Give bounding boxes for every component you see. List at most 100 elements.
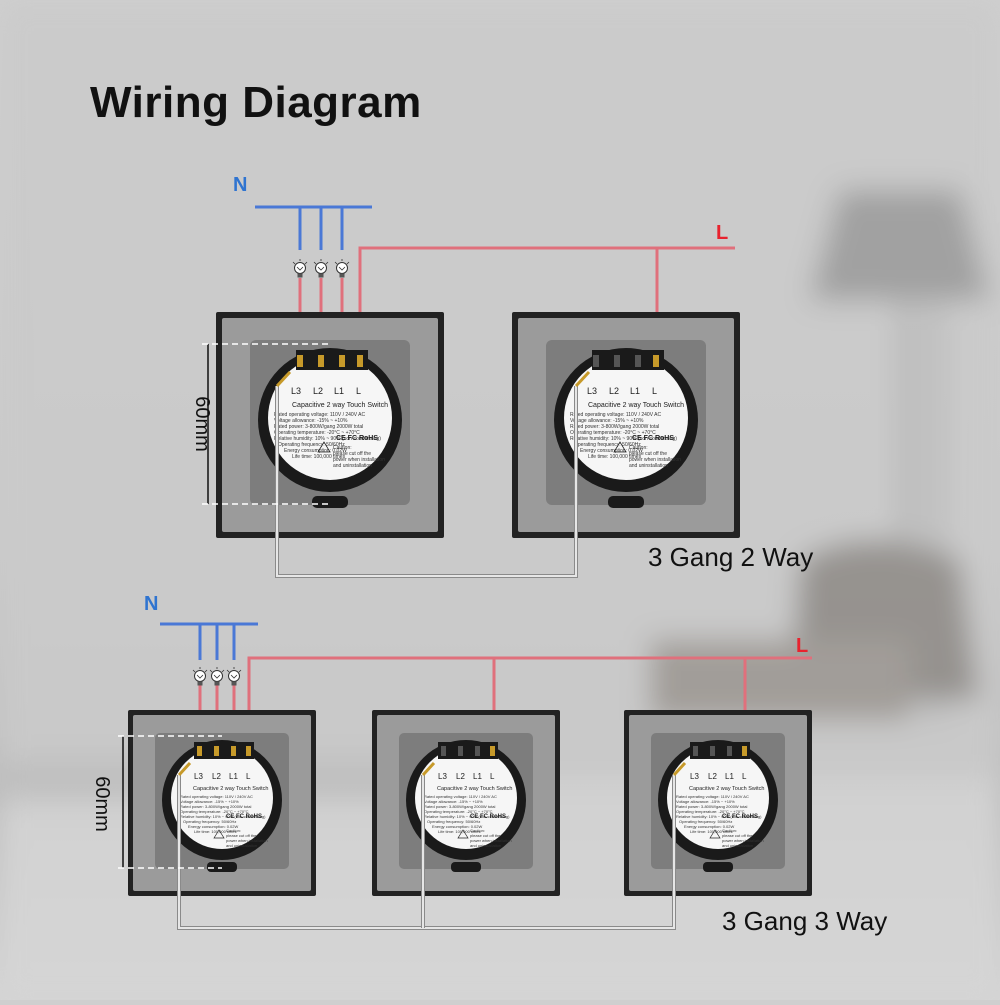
terminal-l3: L3: [438, 772, 447, 781]
spec-line: Voltage allowance: -15% ~ +10%: [570, 418, 644, 424]
live-label-bottom: L: [796, 635, 808, 657]
dimension-label-bottom: 60mm: [91, 776, 113, 832]
spec-line: Operating frequency: 50/60Hz: [183, 819, 236, 824]
spec-line: Relative humidity: 10% ~ 90% (non-conden…: [180, 814, 266, 819]
spec-line: Rated power: 3-800W/gang 2000W total: [570, 424, 659, 430]
caution-text: and uninstallation: [722, 843, 753, 848]
lamp-icon: [226, 666, 242, 686]
caution-text: Caution:: [333, 445, 352, 451]
caption-3-gang-2-way: 3 Gang 2 Way: [648, 542, 814, 572]
caution-text: Caution:: [722, 828, 737, 833]
caution-text: Caution:: [470, 828, 485, 833]
spec-line: Rated power: 3-800W/gang 2000W total: [424, 804, 495, 809]
spec-line: Rated operating voltage: 110V / 240V AC: [180, 794, 253, 799]
spec-line: Operating temperature: -20°C ~ +70°C: [274, 430, 360, 436]
switch-panel-bottom-3: L3 L2 L1 L Capacitive 2 way Touch Switch…: [624, 710, 812, 896]
lamp-icon: [209, 666, 225, 686]
certifications: CE FC RoHS: [336, 435, 378, 442]
spec-line: Voltage allowance: -15% ~ +10%: [676, 799, 735, 804]
caution-text: please cut off the: [226, 833, 257, 838]
caution-icon: [213, 829, 225, 839]
caution-text: power when installation: [470, 838, 512, 843]
caution-text: power when installation: [333, 457, 385, 463]
caution-text: please cut off the: [470, 833, 501, 838]
spec-line: Voltage allowance: -15% ~ +10%: [274, 418, 348, 424]
terminal-l3: L3: [194, 772, 203, 781]
spec-line: Rated power: 3-800W/gang 2000W total: [274, 424, 363, 430]
caution-icon: [317, 441, 331, 453]
certifications: CE FC RoHS: [226, 814, 262, 820]
spec-line: Operating frequency: 50/60Hz: [427, 819, 480, 824]
spec-line: Rated power: 3-800W/gang 2000W total: [676, 804, 747, 809]
traveler-wire-bottom: [177, 761, 687, 930]
caution-text: please cut off the: [629, 451, 667, 457]
spec-line: Operating frequency: 50/60Hz: [574, 442, 641, 448]
caution-text: and uninstallation: [470, 843, 501, 848]
spec-line: Operating frequency: 50/60Hz: [679, 819, 732, 824]
spec-line: Life time: 100,000 times: [194, 829, 236, 834]
spec-line: Rated power: 3-800W/gang 2000W total: [180, 804, 251, 809]
neutral-label-top: N: [233, 174, 247, 196]
spec-line: Rated operating voltage: 110V / 240V AC: [676, 794, 749, 799]
lamp-icon: [313, 258, 329, 278]
terminal-l3: L3: [690, 772, 699, 781]
spec-line: Life time: 100,000 times: [438, 829, 480, 834]
certifications: CE FC RoHS: [470, 814, 506, 820]
spec-line: Energy consumption: 0.02W: [432, 824, 482, 829]
caution-icon: [613, 441, 627, 453]
lamp-icon: [334, 258, 350, 278]
terminal-l1: L1: [229, 772, 238, 781]
switch-panel-bottom-2: L3 L2 L1 L Capacitive 2 way Touch Switch…: [372, 710, 560, 896]
caution-text: and uninstallation: [333, 463, 372, 469]
caution-text: Caution:: [629, 445, 648, 451]
switch-panel-top-1: L3 L2 L1 L Capacitive 2 way Touch Switch…: [216, 312, 444, 538]
terminal-l3: L3: [587, 386, 597, 396]
spec-line: Voltage allowance: -15% ~ +10%: [424, 799, 483, 804]
terminal-l: L: [490, 772, 495, 781]
caution-text: and uninstallation: [629, 463, 668, 469]
terminal-l: L: [742, 772, 747, 781]
terminal-l: L: [246, 772, 251, 781]
caution-text: power when installation: [629, 457, 681, 463]
terminal-l: L: [652, 386, 657, 396]
caption-3-gang-3-way: 3 Gang 3 Way: [722, 906, 888, 936]
caution-icon: [457, 829, 469, 839]
product-name: Capacitive 2 way Touch Switch: [292, 402, 388, 409]
neutral-label-bottom: N: [144, 593, 158, 615]
spec-line: Operating temperature: -20°C ~ +70°C: [424, 809, 493, 814]
terminal-l2: L2: [313, 386, 323, 396]
bottom-diagram: N L L3 L2 L1 L Capacitive 2: [91, 593, 812, 930]
terminal-l2: L2: [708, 772, 717, 781]
certifications: CE FC RoHS: [632, 435, 674, 442]
spec-line: Life time: 100,000 times: [588, 454, 642, 460]
spec-line: Operating temperature: -20°C ~ +70°C: [676, 809, 745, 814]
dimension-marker-top: 60mm: [191, 343, 330, 505]
product-name: Capacitive 2 way Touch Switch: [689, 786, 764, 792]
page-title: Wiring Diagram: [90, 78, 422, 127]
certifications: CE FC RoHS: [722, 814, 758, 820]
caution-text: power when installation: [226, 838, 268, 843]
terminal-l1: L1: [630, 386, 640, 396]
spec-line: Rated operating voltage: 110V / 240V AC: [274, 412, 365, 418]
top-diagram: N L L3 L2 L1 L Capacitiv: [191, 174, 740, 578]
terminal-l2: L2: [456, 772, 465, 781]
spec-line: Energy consumption: 0.02W: [188, 824, 238, 829]
caution-text: please cut off the: [333, 451, 371, 457]
caution-text: please cut off the: [722, 833, 753, 838]
caution-text: and uninstallation: [226, 843, 257, 848]
spec-line: Life time: 100,000 times: [690, 829, 732, 834]
caution-text: Caution:: [226, 828, 241, 833]
terminal-l3: L3: [291, 386, 301, 396]
switch-panel-top-2: L3 L2 L1 L Capacitive 2 way Touch Switch…: [512, 312, 740, 538]
terminal-l: L: [356, 386, 361, 396]
spec-line: Energy consumption: 0.02W: [684, 824, 734, 829]
spec-line: Relative humidity: 10% ~ 90% (non-conden…: [570, 436, 677, 442]
spec-line: Operating temperature: -20°C ~ +70°C: [570, 430, 656, 436]
dimension-marker-bottom: 60mm: [91, 735, 222, 869]
spec-line: Relative humidity: 10% ~ 90% (non-conden…: [676, 814, 762, 819]
terminal-l2: L2: [609, 386, 619, 396]
lamp-icon: [192, 666, 208, 686]
caution-text: power when installation: [722, 838, 764, 843]
spec-line: Energy consumption: 0.02W: [580, 448, 643, 454]
